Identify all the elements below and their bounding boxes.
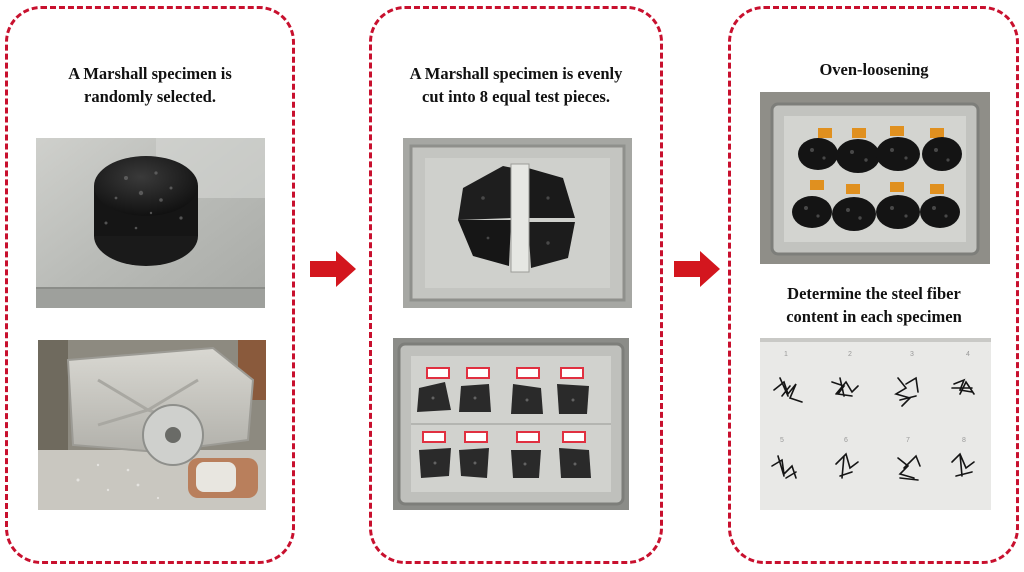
cutting-saw-photo — [38, 340, 266, 510]
step-panel-2 — [369, 6, 663, 564]
step-2-title: A Marshall specimen is evenly cut into 8… — [380, 62, 652, 108]
step-panel-1 — [5, 6, 295, 564]
step-3-title: Oven-loosening — [740, 58, 1008, 81]
step-1-title: A Marshall specimen is randomly selected… — [30, 62, 270, 108]
svg-text:7: 7 — [906, 437, 910, 444]
svg-text:1: 1 — [784, 351, 788, 358]
flow-arrow-2 — [674, 251, 720, 287]
step-1-title-line-1: A Marshall specimen is — [68, 64, 232, 83]
svg-text:6: 6 — [844, 437, 848, 444]
step-1-title-line-2: randomly selected. — [84, 87, 216, 106]
oven-loosened-photo — [760, 92, 990, 264]
steel-fiber-photo: 1 2 3 4 5 6 7 8 — [760, 338, 991, 510]
flow-arrow-1 — [310, 251, 356, 287]
step-3-subtitle-line-2: content in each specimen — [786, 307, 962, 326]
svg-text:8: 8 — [962, 437, 966, 444]
step-3-subtitle-line-1: Determine the steel fiber — [787, 284, 961, 303]
svg-text:4: 4 — [966, 351, 970, 358]
svg-text:2: 2 — [848, 351, 852, 358]
step-2-title-line-2: cut into 8 equal test pieces. — [422, 87, 610, 106]
step-panel-3 — [728, 6, 1019, 564]
step-3-subtitle: Determine the steel fiber content in eac… — [740, 282, 1008, 328]
marshall-specimen-photo — [36, 138, 265, 308]
eight-test-pieces-photo — [393, 338, 629, 510]
step-3-title-line-1: Oven-loosening — [819, 60, 929, 79]
svg-text:3: 3 — [910, 351, 914, 358]
svg-text:5: 5 — [780, 437, 784, 444]
step-2-title-line-1: A Marshall specimen is evenly — [409, 64, 623, 83]
cut-specimen-photo — [403, 138, 632, 308]
